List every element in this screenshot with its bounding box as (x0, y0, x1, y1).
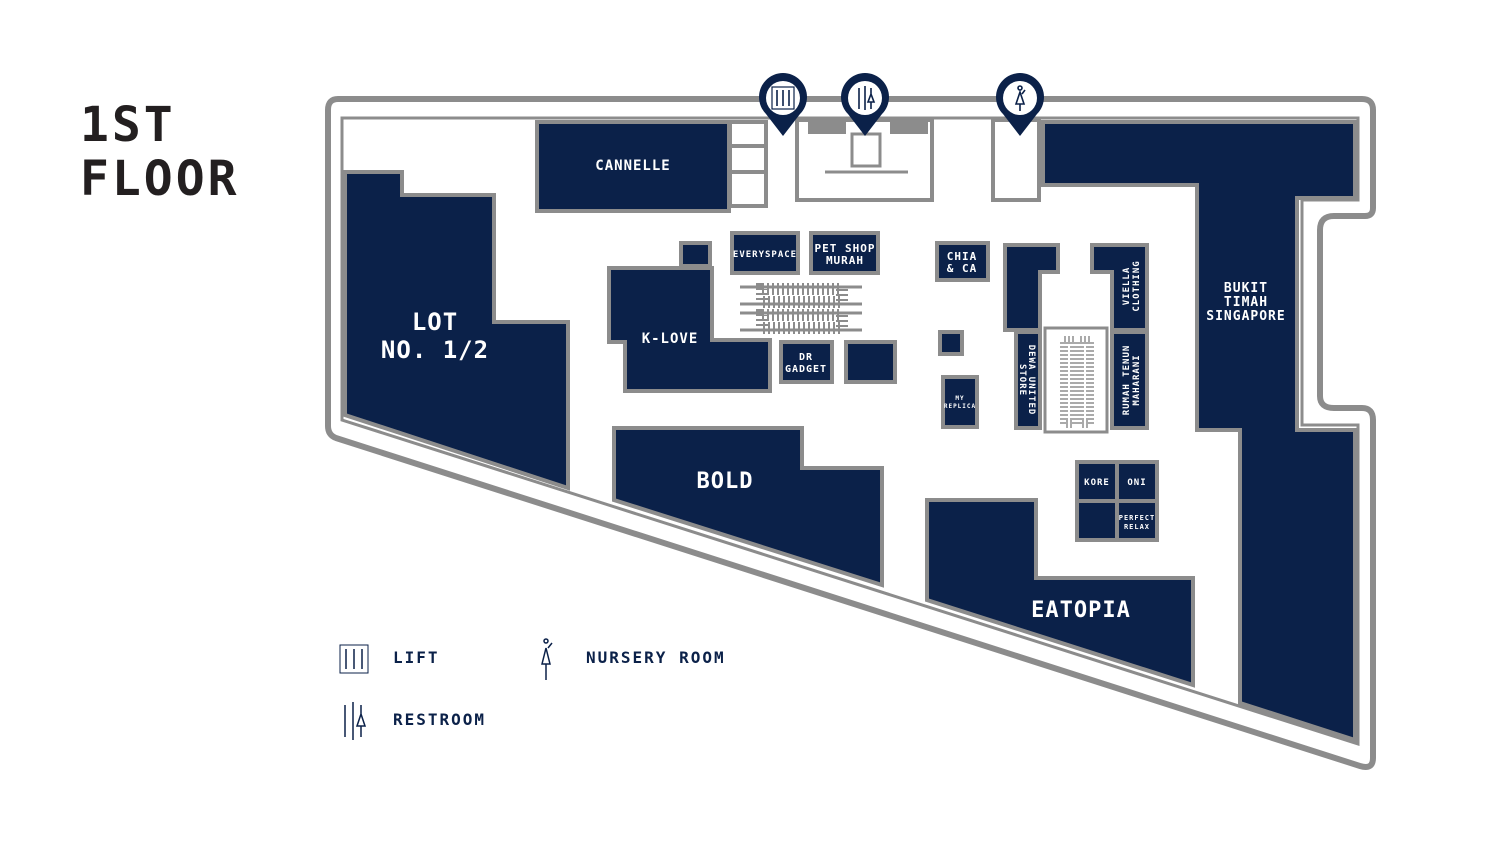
legend-label-lift: LIFT (393, 648, 440, 667)
store-label: RUMAH TENUN (1122, 345, 1132, 416)
store-small-unlabeled[interactable] (679, 241, 712, 268)
store-label: RELAX (1124, 523, 1150, 531)
store-bukit-timah-singapore[interactable]: BUKIT TIMAH SINGAPORE (1041, 120, 1357, 743)
store-label: BOLD (697, 469, 754, 494)
store-dewa-united-store[interactable]: DEWA UNITED STORE (1014, 330, 1042, 430)
store-label: KORE (1084, 478, 1110, 488)
store-unlabeled[interactable] (844, 340, 897, 384)
building-outer-wall (325, 96, 1376, 770)
stairs (728, 120, 768, 208)
store-small-unlabeled-2[interactable] (938, 330, 964, 356)
store-label: NO. 1/2 (381, 336, 489, 364)
store-label: VIELLA (1122, 267, 1132, 306)
store-viella-clothing[interactable]: VIELLA CLOTHING (1090, 243, 1149, 332)
store-oni[interactable]: ONI (1119, 464, 1155, 499)
legend-label-nursery-room: NURSERY ROOM (586, 648, 726, 667)
store-label: EVERYSPACE (733, 250, 797, 260)
store-label: CLOTHING (1132, 260, 1142, 311)
nursery-room-area (991, 118, 1041, 202)
store-label: ONI (1127, 478, 1146, 488)
store-label: MAHARANI (1132, 354, 1142, 405)
store-label: SINGAPORE (1206, 309, 1285, 324)
store-label: MY (955, 395, 964, 402)
lift-map-pin[interactable] (759, 73, 807, 136)
store-unlabeled-l[interactable] (1003, 243, 1060, 332)
store-label: LOT (412, 308, 458, 336)
store-label: K-LOVE (642, 331, 699, 347)
escalator-vertical (1043, 326, 1109, 434)
store-label: DR (799, 352, 813, 363)
escalator-horizontal (740, 283, 862, 334)
store-lot-no-1-2[interactable]: LOT NO. 1/2 (343, 170, 570, 491)
legend: LIFT RESTROOM NURSERY ROOM (339, 638, 726, 740)
floor-title-line2: FLOOR (80, 151, 240, 207)
store-label: STORE (1017, 364, 1027, 396)
store-chia-and-ca[interactable]: CHIA & CA (935, 241, 990, 282)
store-eatopia[interactable]: EATOPIA (925, 498, 1195, 688)
store-my-replica[interactable]: MY REPLICA (941, 375, 979, 429)
store-label: & CA (947, 262, 978, 275)
lift-icon (339, 644, 369, 674)
legend-label-restroom: RESTROOM (393, 710, 486, 729)
floor-title-line1: 1ST (80, 97, 176, 153)
store-label: CANNELLE (595, 158, 670, 174)
store-label: DEWA UNITED (1026, 345, 1036, 416)
nursery-room-icon (541, 638, 553, 680)
store-label: CHIA (947, 250, 978, 263)
store-label: PET SHOP (815, 242, 876, 255)
store-label: MURAH (826, 254, 864, 267)
store-k-love[interactable]: K-LOVE (607, 266, 772, 393)
building-inner-wall (340, 116, 1360, 747)
legend-restroom: RESTROOM (344, 702, 486, 740)
store-unlabeled-3[interactable] (1079, 503, 1115, 538)
floor-title: 1ST FLOOR (80, 98, 240, 206)
store-label: BUKIT (1224, 281, 1268, 296)
store-cluster: KORE ONI PERFECT RELAX (1075, 460, 1159, 542)
store-dr-gadget[interactable]: DR GADGET (779, 340, 834, 384)
store-bold[interactable]: BOLD (612, 426, 884, 588)
store-label: PERFECT (1119, 514, 1156, 522)
nursery-room-map-pin[interactable] (996, 73, 1044, 136)
store-pet-shop-murah[interactable]: PET SHOP MURAH (809, 231, 880, 275)
store-label: GADGET (785, 364, 827, 375)
restroom-icon (858, 86, 876, 110)
nursery-room-icon (1014, 85, 1026, 111)
store-label: REPLICA (944, 403, 976, 410)
legend-nursery-room: NURSERY ROOM (541, 638, 726, 680)
store-cannelle[interactable]: CANNELLE (535, 120, 731, 213)
store-everyspace[interactable]: EVERYSPACE (730, 231, 800, 275)
store-rumah-tenun-maharani[interactable]: RUMAH TENUN MAHARANI (1110, 330, 1149, 430)
store-kore[interactable]: KORE (1079, 464, 1115, 499)
legend-lift: LIFT (339, 644, 440, 674)
store-perfect-relax[interactable]: PERFECT RELAX (1119, 503, 1156, 538)
lift-icon (771, 86, 795, 110)
restroom-map-pin[interactable] (841, 73, 889, 136)
store-label: TIMAH (1224, 295, 1268, 310)
store-label: EATOPIA (1031, 598, 1131, 623)
restroom-icon (344, 702, 367, 740)
